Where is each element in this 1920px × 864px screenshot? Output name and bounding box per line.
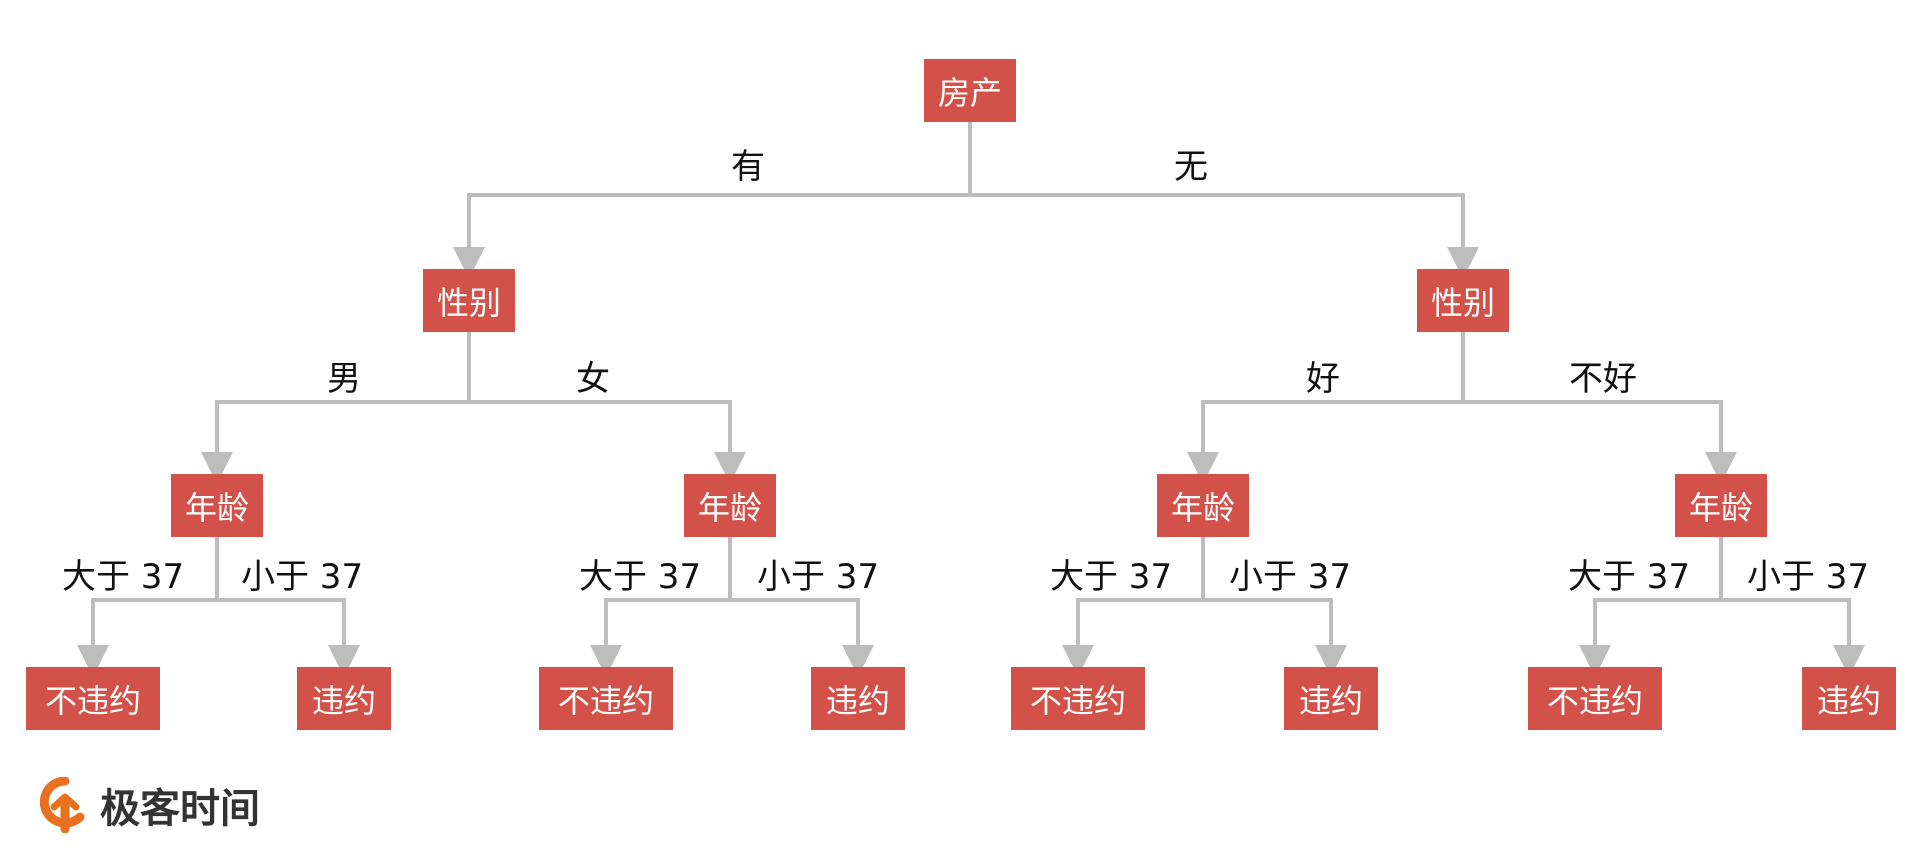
connector-age-1 — [77, 537, 360, 677]
edge-label-l1r-right: 不好 — [1569, 359, 1637, 399]
edge-label-l1l-right: 女 — [576, 359, 610, 399]
edge-label-l1l-left: 男 — [327, 359, 361, 399]
edge-label-a2-right: 小于 37 — [757, 557, 880, 597]
logo-text: 极客时间 — [100, 786, 260, 832]
edge-label-a4-right: 小于 37 — [1747, 557, 1870, 597]
edge-label-a1-right: 小于 37 — [241, 557, 364, 597]
connector-age-3 — [1062, 537, 1347, 677]
geektime-logo-icon — [40, 777, 85, 833]
leaf-4: 违约 — [811, 667, 905, 730]
leaf-3: 不违约 — [539, 667, 673, 730]
edge-label-a2-left: 大于 37 — [579, 557, 702, 597]
leaf-6: 违约 — [1284, 667, 1378, 730]
connector-age-4 — [1579, 537, 1865, 677]
leaf-5: 不违约 — [1011, 667, 1145, 730]
geektime-logo: 极客时间 — [40, 776, 260, 834]
node-l2-4: 年龄 — [1675, 474, 1767, 537]
connector-l1-left — [201, 332, 746, 484]
edge-label-a3-left: 大于 37 — [1050, 557, 1173, 597]
node-l2-3: 年龄 — [1157, 474, 1249, 537]
node-root: 房产 — [924, 59, 1016, 122]
edge-label-root-left: 有 — [731, 147, 765, 187]
edge-label-a4-left: 大于 37 — [1568, 557, 1691, 597]
connector-root — [453, 122, 1479, 279]
leaf-7: 不违约 — [1528, 667, 1662, 730]
edge-label-a1-left: 大于 37 — [62, 557, 185, 597]
connector-age-2 — [590, 537, 874, 677]
node-l1-left: 性别 — [423, 269, 515, 332]
connector-l1-right — [1187, 332, 1737, 484]
node-l1-right: 性别 — [1417, 269, 1509, 332]
leaf-8: 违约 — [1802, 667, 1896, 730]
node-l2-1: 年龄 — [171, 474, 263, 537]
leaf-1: 不违约 — [26, 667, 160, 730]
leaf-2: 违约 — [297, 667, 391, 730]
edge-label-a3-right: 小于 37 — [1229, 557, 1352, 597]
edge-label-root-right: 无 — [1174, 147, 1208, 187]
edge-label-l1r-left: 好 — [1306, 359, 1340, 399]
node-l2-2: 年龄 — [684, 474, 776, 537]
